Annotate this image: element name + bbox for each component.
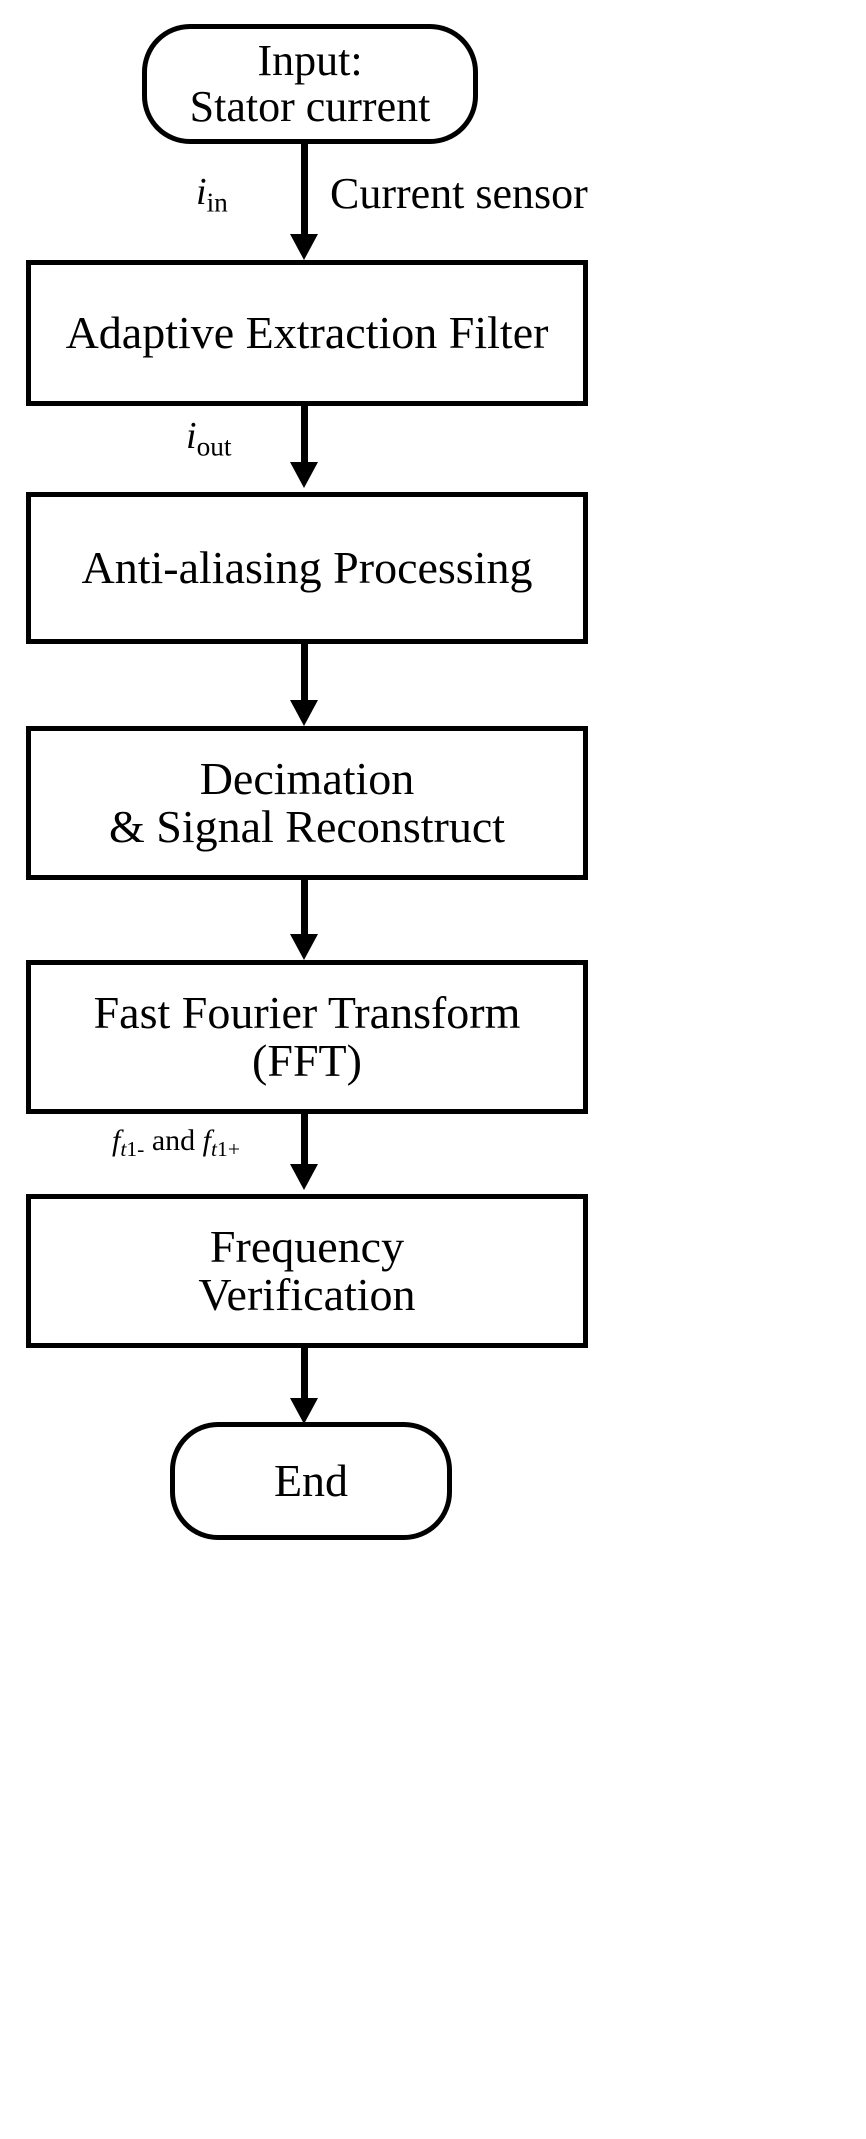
node-adaptive-extraction-filter[interactable]: Adaptive Extraction Filter	[26, 260, 588, 406]
node-end-label: End	[273, 1455, 349, 1507]
edge-label-i-out-symbol: i	[186, 415, 197, 457]
node-end[interactable]: End	[170, 1422, 452, 1540]
edge-label-conjunction: and	[144, 1124, 203, 1157]
edge-label-i-in: iin	[196, 170, 228, 219]
edge-verification-to-end-line	[301, 1348, 308, 1402]
edge-label-f1-symbol: f	[112, 1124, 121, 1157]
edge-label-f2-subscript-rest: 1+	[217, 1137, 240, 1162]
edge-input-to-filter-line	[301, 144, 308, 238]
node-frequency-verification-label: Frequency Verification	[198, 1221, 416, 1320]
edge-filter-to-antialias-arrowhead	[290, 462, 318, 488]
node-frequency-verification[interactable]: Frequency Verification	[26, 1194, 588, 1348]
edge-label-i-out: iout	[186, 414, 232, 463]
edge-label-f2-symbol: f	[202, 1124, 212, 1157]
node-anti-aliasing-processing[interactable]: Anti-aliasing Processing	[26, 492, 588, 644]
node-input[interactable]: Input: Stator current	[142, 24, 478, 144]
node-anti-aliasing-processing-label: Anti-aliasing Processing	[81, 542, 533, 594]
edge-label-current-sensor: Current sensor	[330, 169, 588, 218]
edge-fft-to-verification-line	[301, 1114, 308, 1168]
edge-antialias-to-decimation-line	[301, 644, 308, 704]
node-decimation-signal-reconstruct-label: Decimation & Signal Reconstruct	[108, 753, 506, 852]
edge-label-f1-subscript-rest: 1-	[126, 1137, 145, 1162]
edge-label-f2-subscript-italic: t	[211, 1137, 218, 1162]
edge-decimation-to-fft-line	[301, 880, 308, 938]
edge-label-i-out-subscript: out	[196, 431, 232, 462]
edge-input-to-filter-arrowhead	[290, 234, 318, 260]
node-adaptive-extraction-filter-label: Adaptive Extraction Filter	[65, 307, 549, 359]
edge-label-i-in-subscript: in	[206, 187, 228, 218]
edge-label-f1-subscript-italic: t	[120, 1137, 127, 1162]
edge-label-i-in-symbol: i	[196, 171, 207, 213]
node-fast-fourier-transform-label: Fast Fourier Transform (FFT)	[93, 987, 521, 1086]
edge-fft-to-verification-arrowhead	[290, 1164, 318, 1190]
node-fast-fourier-transform[interactable]: Fast Fourier Transform (FFT)	[26, 960, 588, 1114]
edge-label-fault-frequencies: ft1- and ft1+	[112, 1124, 240, 1162]
node-input-label: Input: Stator current	[189, 36, 431, 131]
edge-verification-to-end-arrowhead	[290, 1398, 318, 1424]
edge-antialias-to-decimation-arrowhead	[290, 700, 318, 726]
edge-filter-to-antialias-line	[301, 406, 308, 466]
edge-decimation-to-fft-arrowhead	[290, 934, 318, 960]
node-decimation-signal-reconstruct[interactable]: Decimation & Signal Reconstruct	[26, 726, 588, 880]
